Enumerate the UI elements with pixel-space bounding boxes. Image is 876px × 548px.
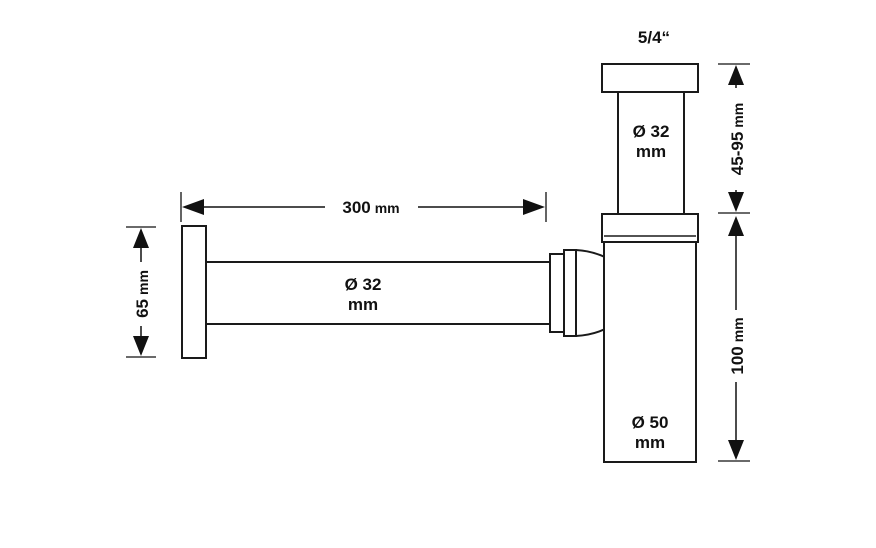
upper-pipe xyxy=(617,89,685,215)
dim-flange-unit: mm xyxy=(135,270,151,295)
svg-text:65mm: 65 mm xyxy=(133,270,152,318)
dim-body-unit: mm xyxy=(730,317,746,342)
dim-flange-value: 65 xyxy=(133,299,152,318)
trap-body xyxy=(603,235,697,463)
upper-pipe-diameter: Ø 32 xyxy=(633,122,670,141)
horizontal-pipe-diameter: Ø 32 xyxy=(345,275,382,294)
top-thread-nut xyxy=(601,63,699,93)
dimension-adjustable-45-95: 45-95 mm xyxy=(718,63,750,214)
horizontal-union-nut xyxy=(549,253,565,333)
thread-size-label: 5/4“ xyxy=(638,28,670,47)
svg-text:100mm: 100 mm xyxy=(728,317,747,374)
horizontal-pipe-diameter-unit: mm xyxy=(348,295,378,314)
trap-cap-ring xyxy=(601,213,699,243)
dim-length-unit: mm xyxy=(375,200,400,216)
dimension-body-100: 100 mm xyxy=(718,216,750,462)
trap-body-diameter-unit: mm xyxy=(635,433,665,452)
wall-flange xyxy=(181,225,207,359)
dimension-length-300: 300 mm xyxy=(180,192,547,222)
dim-adjustable-unit: mm xyxy=(730,103,746,128)
dim-body-value: 100 xyxy=(728,346,747,374)
trap-body-diameter: Ø 50 xyxy=(632,413,669,432)
upper-pipe-diameter-unit: mm xyxy=(636,142,666,161)
dimension-flange-65: 65 mm xyxy=(126,226,156,358)
horizontal-pipe xyxy=(205,261,551,325)
svg-text:45-95mm: 45-95 mm xyxy=(728,103,747,175)
dim-length-value: 300 xyxy=(342,198,370,217)
dim-adjustable-value: 45-95 xyxy=(728,132,747,175)
horizontal-union-collar xyxy=(563,249,577,337)
